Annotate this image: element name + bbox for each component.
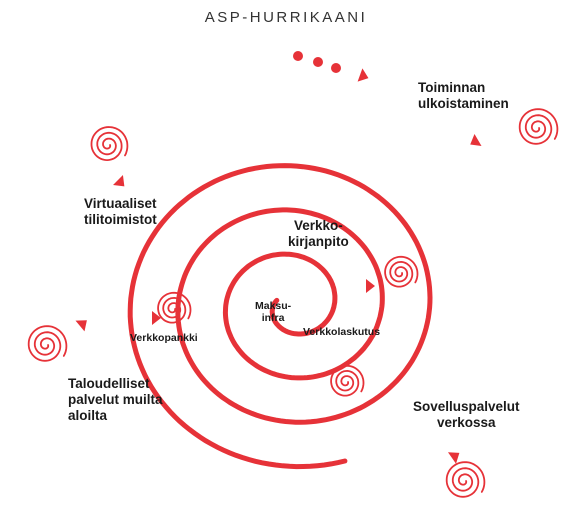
spiral-verkkopankki <box>157 291 192 324</box>
label-verkkopankki: Verkkopankki <box>130 332 198 344</box>
label-taloudelliset-line1: Taloudelliset <box>68 376 150 391</box>
arrowhead-4 <box>447 452 460 464</box>
spiral-taloudelliset <box>27 325 68 362</box>
label-taloudelliset-line2: palvelut muilta <box>68 391 163 407</box>
label-toiminnan: Toiminnan ulkoistaminen <box>418 80 509 112</box>
spiral-verkkolaskutus <box>330 364 365 397</box>
spiral-toiminnan <box>518 108 559 145</box>
continuation-dot-2 <box>331 63 341 73</box>
arrowhead-3 <box>75 320 87 332</box>
arrowhead-6 <box>357 68 369 82</box>
arrows <box>75 68 482 464</box>
spiral-virtuaaliset <box>90 126 129 162</box>
diagram-title: ASP-HURRIKAANI <box>204 9 368 26</box>
label-verkkokirjanpito-line1: Verkko- <box>293 218 343 233</box>
label-virtuaaliset-line2: tilitoimistot <box>84 211 157 227</box>
label-maksuinfra-line2: infra <box>261 312 285 325</box>
label-taloudelliset: Taloudelliset palvelut muilta aloilta <box>68 376 163 424</box>
label-sovelluspalvelut-line1: Sovelluspalvelut <box>413 399 520 414</box>
label-virtuaaliset-line1: Virtuaaliset <box>84 196 157 211</box>
main-spiral-path <box>127 163 433 470</box>
spiral-sovelluspalvelut <box>445 461 486 498</box>
label-verkkolaskutus: Verkkolaskutus <box>303 326 380 338</box>
main-spiral <box>127 163 433 470</box>
label-verkkokirjanpito: Verkko- kirjanpito <box>288 218 349 250</box>
label-toiminnan-line1: Toiminnan <box>418 80 486 95</box>
continuation-dot-0 <box>293 51 303 61</box>
label-maksuinfra-line1: Maksu- <box>255 300 292 312</box>
label-sovelluspalvelut-line2: verkossa <box>436 414 496 430</box>
continuation-dots <box>293 51 341 73</box>
label-toiminnan-line2: ulkoistaminen <box>418 95 509 111</box>
spiral-verkkokirjanpito <box>384 255 419 288</box>
label-maksuinfra: Maksu- infra <box>255 300 291 325</box>
label-taloudelliset-line3: aloilta <box>68 407 108 423</box>
arrowhead-0 <box>366 279 375 293</box>
label-verkkopankki-text: Verkkopankki <box>130 332 198 344</box>
arrowhead-2 <box>113 175 125 187</box>
mini-spirals <box>27 108 559 498</box>
label-verkkolaskutus-text: Verkkolaskutus <box>303 326 381 338</box>
label-verkkokirjanpito-line2: kirjanpito <box>288 233 349 249</box>
arrowhead-1 <box>152 311 161 325</box>
label-sovelluspalvelut: Sovelluspalvelut verkossa <box>413 399 520 431</box>
arrowhead-5 <box>470 133 482 147</box>
continuation-dot-1 <box>313 57 323 67</box>
label-virtuaaliset: Virtuaaliset tilitoimistot <box>84 196 157 228</box>
